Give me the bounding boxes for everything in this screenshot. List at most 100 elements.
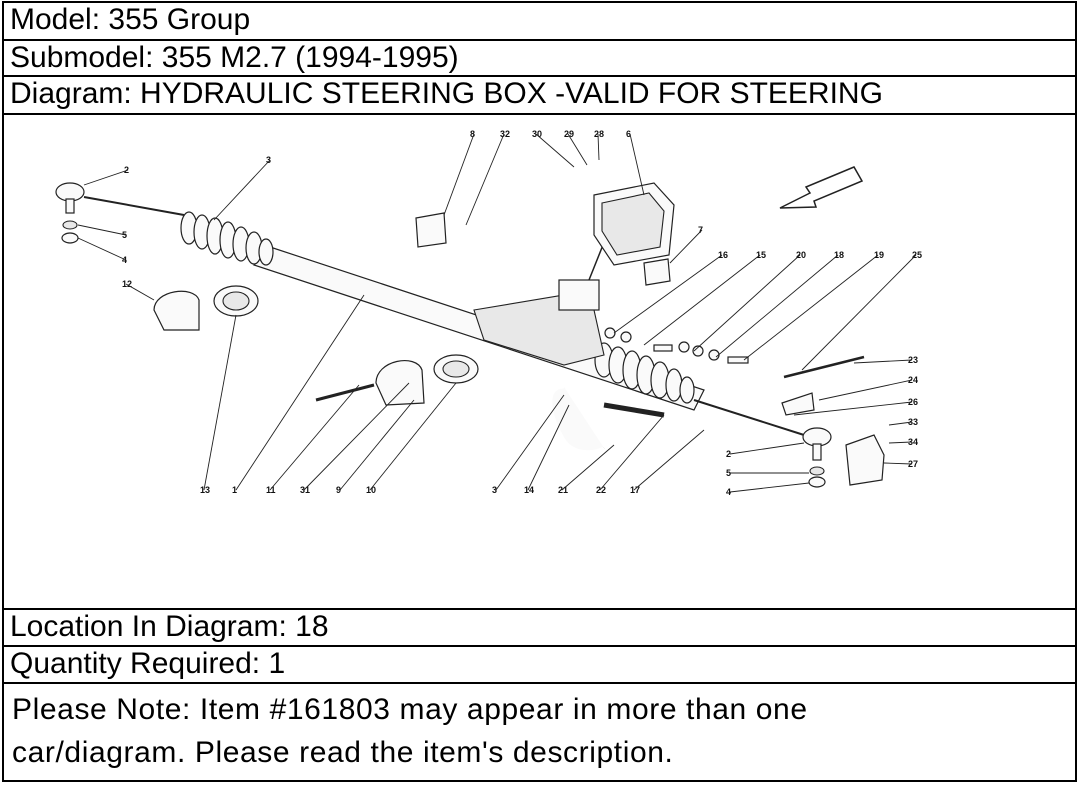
callout-2: 2 [124,165,129,175]
heat-shield-part-27 [845,434,885,486]
callout-5-right: 5 [726,468,731,478]
clamp-part-12 [153,290,200,331]
model-label: Model: 355 Group [4,3,1075,41]
callout-8: 8 [470,129,475,139]
leader-line [613,254,723,334]
leader-line [465,133,505,226]
callout-9: 9 [336,485,341,495]
callout-7: 7 [698,225,703,235]
leader-line [853,359,913,364]
leader-line [561,444,615,491]
steering-box-diagram: 1234567891011121314151617181920212223242… [55,129,922,497]
callout-26: 26 [908,397,918,407]
callout-29: 29 [564,129,574,139]
callout-32: 32 [500,129,510,139]
right-boot [594,342,695,404]
callout-6: 6 [626,129,631,139]
bracket-part-8 [415,212,447,248]
leader-line [77,224,127,236]
tie-rod-right [693,399,805,436]
tie-rod-left [83,196,185,216]
callout-19: 19 [874,250,884,260]
tie-rod-end-left [55,182,85,244]
leader-line [669,229,703,264]
leader-line [269,384,360,491]
item-note: Please Note: Item #161803 may appear in … [4,684,1075,780]
callout-11: 11 [266,485,276,495]
callout-17: 17 [630,485,640,495]
clamp-part-9 [375,360,425,406]
leader-line [235,294,365,491]
leader-line [729,442,805,455]
callout-34: 34 [908,437,918,447]
hose-part-21 [603,402,665,418]
callout-4-right: 4 [726,487,731,497]
leader-line [743,254,879,361]
callout-14: 14 [524,485,534,495]
note-line-1: Please Note: Item #161803 may appear in … [12,693,808,726]
direction-arrow-icon [779,166,864,209]
leader-line [597,133,600,161]
bracket-part-24 [781,392,815,416]
leader-line [888,441,913,444]
callout-27: 27 [908,459,918,469]
callout-20: 20 [796,250,806,260]
callout-13: 13 [200,485,210,495]
leader-line [339,399,415,491]
callout-33: 33 [908,417,918,427]
bracket-part-7 [643,258,671,286]
leader-line [693,254,801,352]
callout-22: 22 [596,485,606,495]
leader-line [369,382,457,491]
rod-part-23 [783,355,865,379]
leader-line [818,379,913,401]
callout-25: 25 [912,250,922,260]
callout-31: 31 [300,485,310,495]
callout-4: 4 [122,255,127,265]
hose-part-14 [550,386,605,453]
bolt-part-11 [315,383,375,402]
leader-line [567,133,588,166]
leader-line [793,401,913,416]
leader-line [801,254,917,371]
callout-28: 28 [594,129,604,139]
leader-line [883,462,913,465]
leader-line [715,254,839,358]
pinion-housing [558,279,600,311]
callout-2-right: 2 [726,449,731,459]
callout-23: 23 [908,355,918,365]
callout-21: 21 [558,485,568,495]
leader-line [125,283,155,301]
leader-line [303,382,410,491]
left-boot [180,211,274,266]
callout-15: 15 [756,250,766,260]
callout-30: 30 [532,129,542,139]
callout-1: 1 [232,485,237,495]
leader-line [888,421,913,426]
leader-line [443,133,475,216]
note-line-2: car/diagram. Please read the item's desc… [12,736,674,769]
leader-line [599,414,665,491]
leader-line [203,314,237,491]
leader-line [527,404,570,491]
callout-12: 12 [122,279,132,289]
callout-3-right: 3 [492,485,497,495]
quantity-required: Quantity Required: 1 [4,647,1075,684]
location-in-diagram: Location In Diagram: 18 [4,610,1075,647]
callout-16: 16 [718,250,728,260]
submodel-label: Submodel: 355 M2.7 (1994-1995) [4,41,1075,77]
leader-line [535,133,575,168]
leader-line [213,159,271,221]
diagram-title: Diagram: HYDRAULIC STEERING BOX -VALID F… [4,77,1075,115]
fittings-15-19 [604,327,749,364]
tie-rod-end-right [802,427,832,488]
callout-18: 18 [834,250,844,260]
callout-3: 3 [266,155,271,165]
leader-line [729,482,810,493]
callout-10: 10 [366,485,376,495]
leader-line [495,394,565,491]
leader-line [633,429,705,491]
